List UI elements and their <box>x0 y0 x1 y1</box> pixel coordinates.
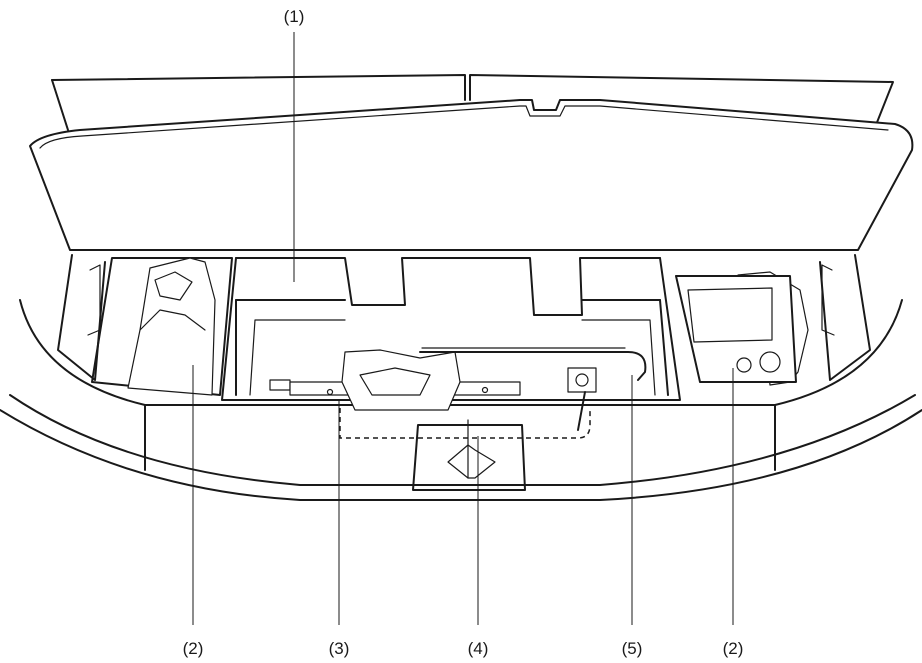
jack-handle <box>419 347 647 381</box>
leader-lines <box>192 32 734 625</box>
jack <box>269 349 521 411</box>
callout-2-right-label: (2) <box>722 639 744 658</box>
trunk-floor-curves <box>0 299 922 501</box>
trunk-lid <box>29 99 914 251</box>
hidden-tool-outline <box>339 408 591 439</box>
callout-4-label: (4) <box>467 639 489 658</box>
right-storage-item <box>675 271 809 386</box>
seat-back <box>51 74 894 136</box>
side-recesses <box>57 254 871 381</box>
callout-2-left-label: (2) <box>182 639 204 658</box>
left-storage-item <box>91 257 233 396</box>
tow-hook <box>567 367 597 431</box>
callout-1-label: (1) <box>283 7 305 26</box>
callout-5-label: (5) <box>621 639 643 658</box>
spare-access-compartment <box>412 419 526 491</box>
callout-3-label: (3) <box>328 639 350 658</box>
